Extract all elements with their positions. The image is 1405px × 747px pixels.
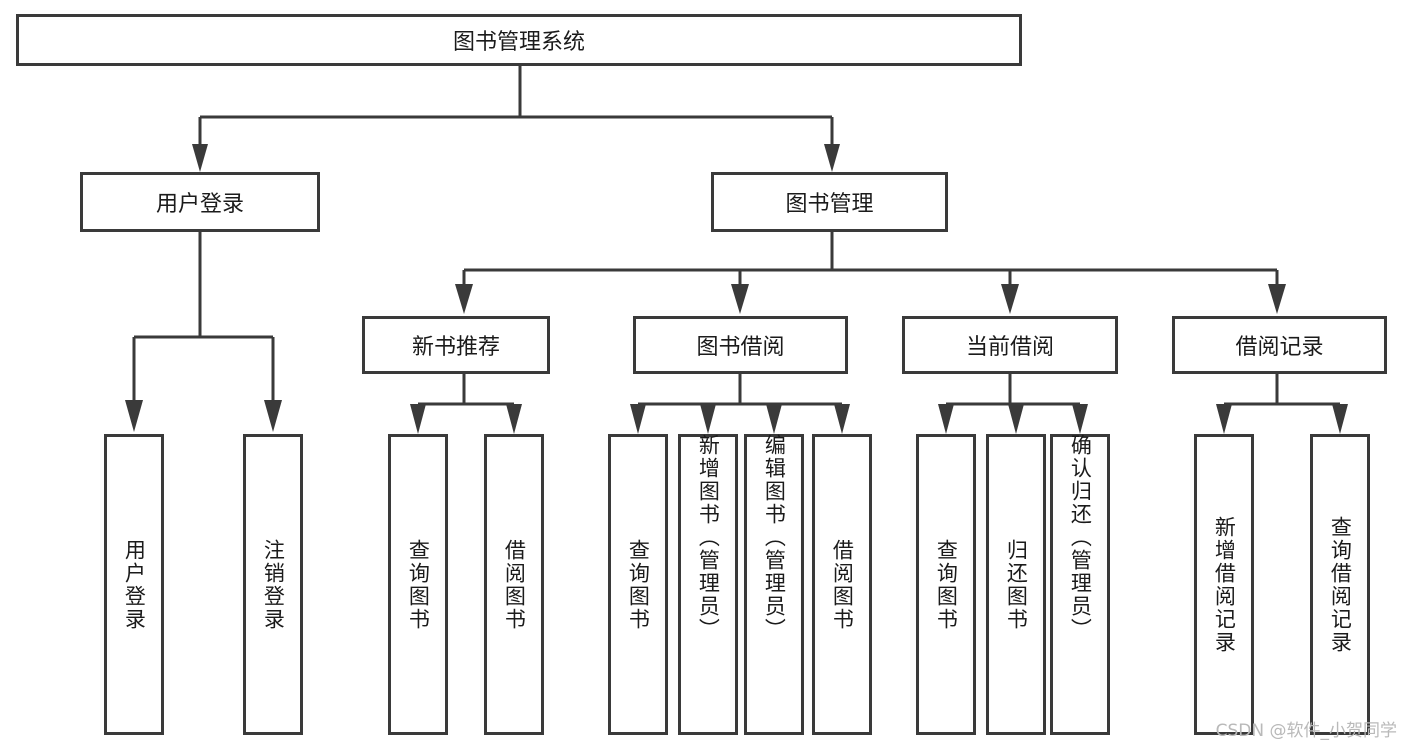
connector-borrowrecord-to-leaves	[1216, 374, 1348, 434]
node-leaf-user-login[interactable]	[104, 434, 164, 735]
node-borrowing-record[interactable]: 借阅记录	[1172, 316, 1387, 374]
node-new-book-recommendation[interactable]: 新书推荐	[362, 316, 550, 374]
csdn-watermark: CSDN @软件_小贺同学	[1215, 721, 1397, 741]
node-leaf-query-borrow-record[interactable]	[1310, 434, 1370, 735]
node-leaf-query-books-recommendation[interactable]	[388, 434, 448, 735]
node-leaf-query-books-borrowing[interactable]	[608, 434, 668, 735]
node-book-borrowing[interactable]: 图书借阅	[633, 316, 848, 374]
connector-user-login-to-leaves	[125, 232, 282, 432]
node-leaf-query-books-current[interactable]	[916, 434, 976, 735]
node-current-borrowing[interactable]: 当前借阅	[902, 316, 1118, 374]
connector-currentborrow-to-leaves	[938, 374, 1088, 434]
node-leaf-add-borrow-record[interactable]	[1194, 434, 1254, 735]
connector-newbook-to-leaves	[410, 374, 522, 434]
node-leaf-add-book-admin[interactable]	[678, 434, 738, 735]
node-label: 图书管理	[785, 192, 874, 217]
node-label: 当前借阅	[965, 335, 1054, 360]
node-leaf-confirm-return-admin[interactable]	[1050, 434, 1110, 735]
node-label: 借阅记录	[1235, 335, 1324, 360]
node-label: 新书推荐	[411, 335, 500, 360]
node-label: 图书借阅	[696, 335, 785, 360]
connector-book-mgmt-to-l2	[455, 232, 1286, 314]
connector-root-to-bus	[192, 66, 840, 172]
node-label: 用户登录	[155, 192, 244, 217]
node-leaf-borrow-books-recommendation[interactable]	[484, 434, 544, 735]
node-leaf-borrow-book[interactable]	[812, 434, 872, 735]
node-leaf-return-book[interactable]	[986, 434, 1046, 735]
node-user-login[interactable]: 用户登录	[80, 172, 320, 232]
node-root-book-management-system[interactable]: 图书管理系统	[16, 14, 1022, 66]
connector-bookborrow-to-leaves	[630, 374, 850, 434]
node-leaf-edit-book-admin[interactable]	[744, 434, 804, 735]
node-leaf-logout[interactable]	[243, 434, 303, 735]
node-book-management[interactable]: 图书管理	[711, 172, 948, 232]
node-label: 图书管理系统	[452, 30, 585, 55]
